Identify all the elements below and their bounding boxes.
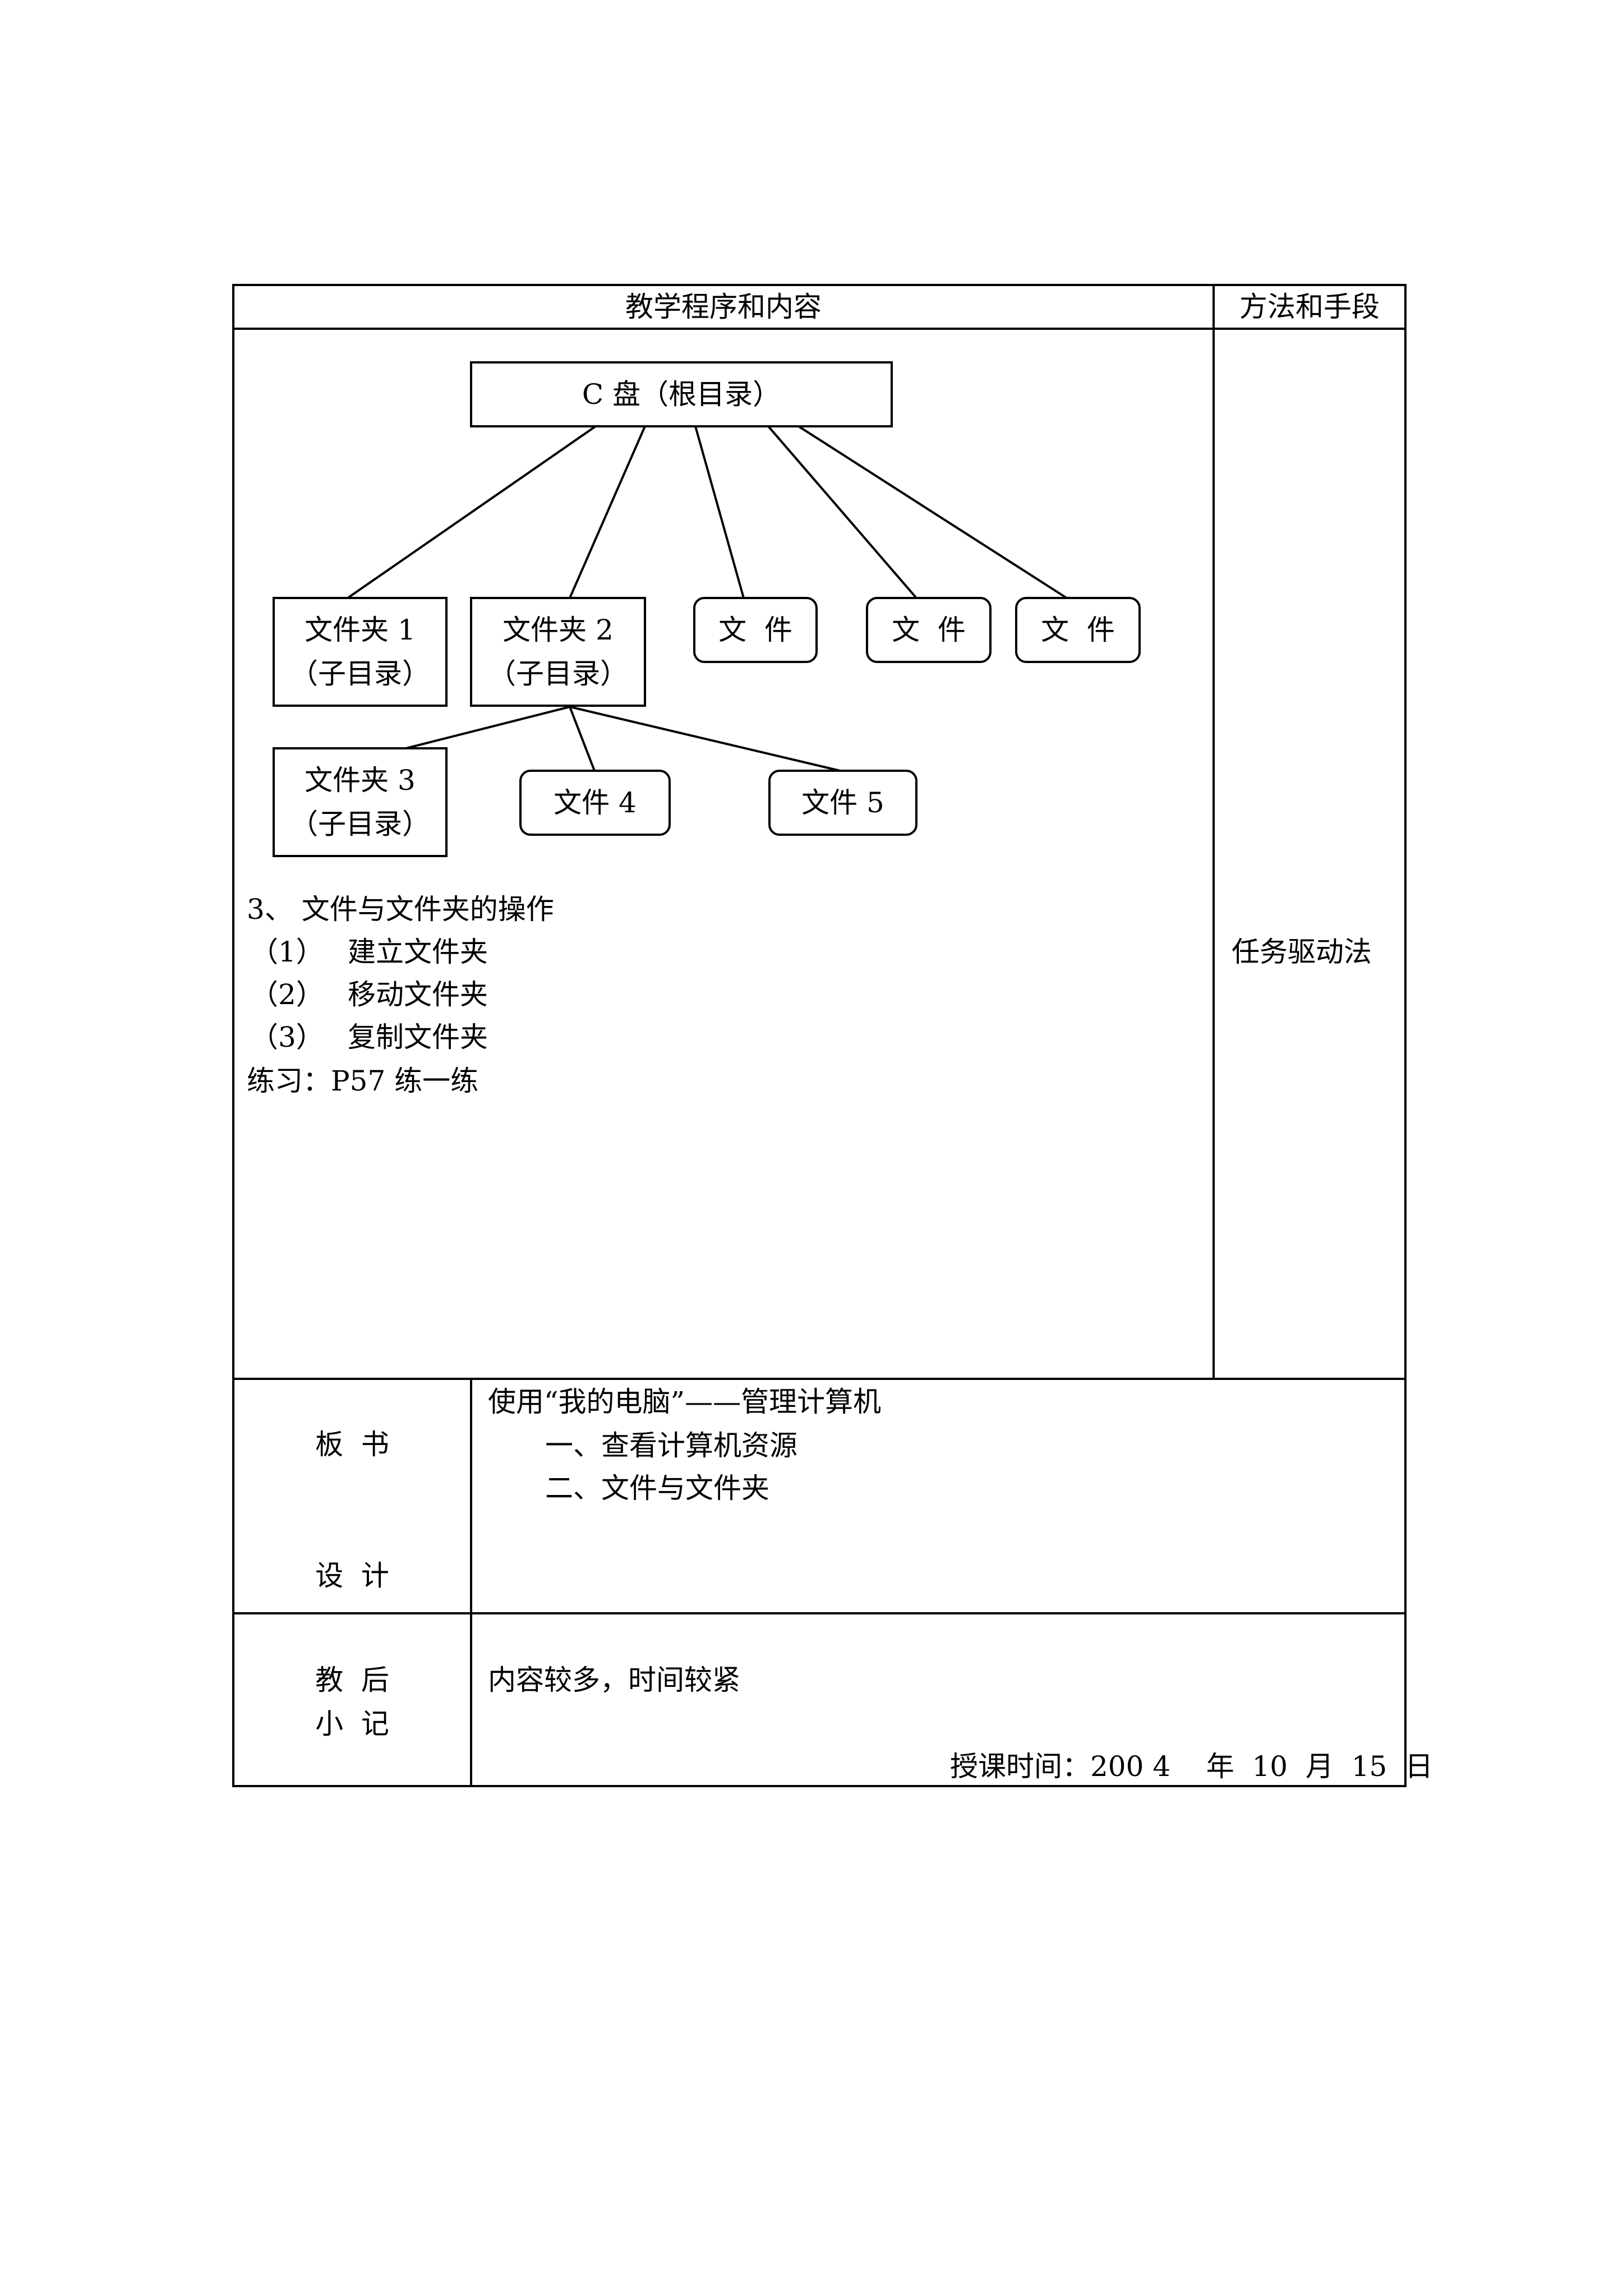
op-3-text: 复制文件夹 — [348, 1021, 488, 1053]
notes-label-top: 教 后 — [315, 1664, 389, 1696]
op-1-num: （1） — [250, 936, 324, 968]
board-line-1: 使用“我的电脑”——管理计算机 — [488, 1386, 882, 1418]
folder3-sub: （子目录） — [290, 808, 430, 840]
section-title: 3、 文件与文件夹的操作 — [247, 893, 554, 926]
file-node-c: 文 件 — [1015, 597, 1141, 663]
board-label-top: 板 书 — [315, 1428, 389, 1461]
header-method: 方法和手段 — [1239, 291, 1380, 323]
op-3-num: （3） — [250, 1021, 324, 1053]
notes-label-bottom: 小 记 — [315, 1708, 389, 1740]
op-1-text: 建立文件夹 — [348, 936, 488, 968]
folder1-sub: （子目录） — [290, 657, 430, 690]
exercise-text: 练习：P57 练一练 — [247, 1065, 479, 1097]
folder2-sub: （子目录） — [488, 657, 628, 690]
notes-date: 授课时间：200 4 年 10 月 15 日 — [950, 1750, 1433, 1783]
file5-label: 文件 5 — [801, 786, 884, 819]
board-line-2: 一、查看计算机资源 — [545, 1429, 797, 1462]
folder3-name: 文件夹 3 — [305, 764, 416, 797]
board-label-bottom: 设 计 — [315, 1559, 389, 1592]
op-2-num: （2） — [250, 978, 324, 1011]
file-node-a: 文 件 — [693, 597, 818, 663]
root-node: C 盘（根目录） — [470, 361, 893, 427]
file4-label: 文件 4 — [554, 786, 637, 819]
file-node-b: 文 件 — [866, 597, 992, 663]
board-line-3: 二、文件与文件夹 — [545, 1472, 769, 1504]
header-content: 教学程序和内容 — [625, 291, 822, 323]
file4-node: 文件 4 — [519, 770, 671, 836]
file-c-label: 文 件 — [1041, 614, 1115, 646]
folder2-node: 文件夹 2 （子目录） — [470, 597, 646, 707]
folder1-name: 文件夹 1 — [305, 614, 416, 646]
folder2-name: 文件夹 2 — [502, 614, 614, 646]
root-label: C 盘（根目录） — [582, 378, 781, 411]
folder1-node: 文件夹 1 （子目录） — [273, 597, 448, 707]
op-2-text: 移动文件夹 — [348, 978, 488, 1011]
notes-text: 内容较多，时间较紧 — [488, 1664, 740, 1696]
file-b-label: 文 件 — [892, 614, 966, 646]
file5-node: 文件 5 — [768, 770, 917, 836]
file-a-label: 文 件 — [718, 614, 792, 646]
folder3-node: 文件夹 3 （子目录） — [273, 747, 448, 857]
method-text: 任务驱动法 — [1232, 936, 1372, 968]
tree-connectors — [347, 425, 1068, 772]
table-border — [232, 284, 1407, 1787]
